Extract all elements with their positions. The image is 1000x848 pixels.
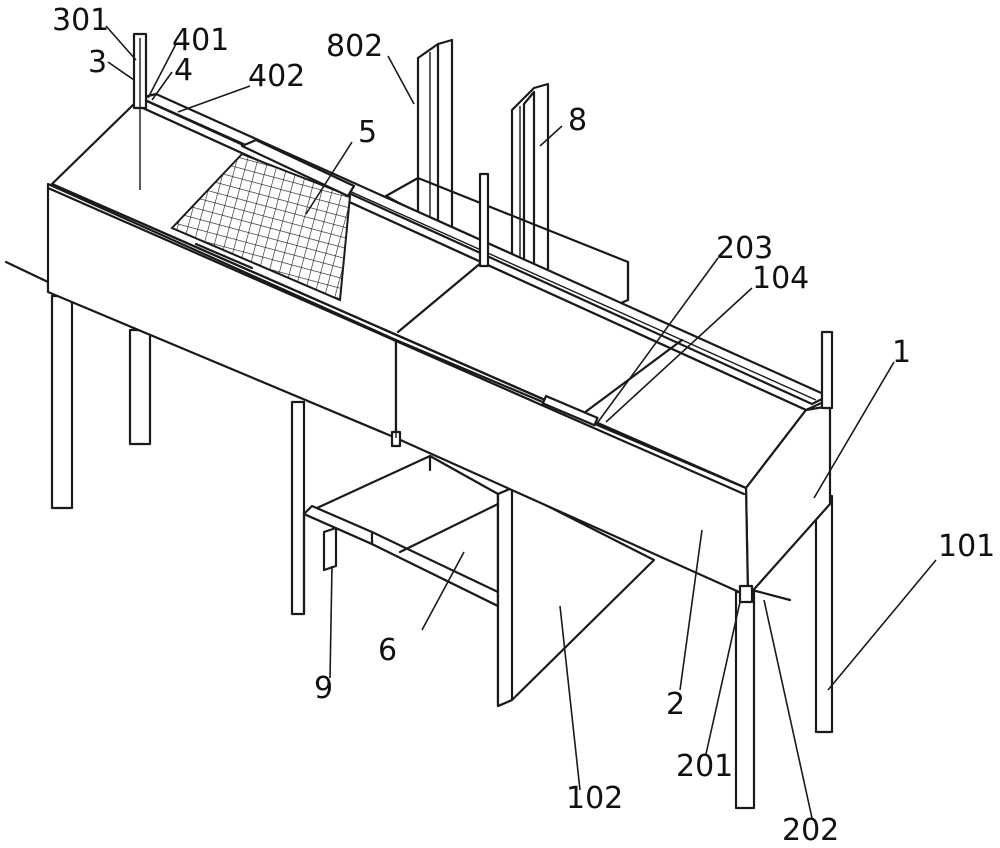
label-2: 2 <box>666 687 685 722</box>
label-301: 301 <box>52 3 109 38</box>
label-402: 402 <box>248 59 305 94</box>
legs <box>50 294 834 810</box>
label-3: 3 <box>88 45 107 80</box>
label-401: 401 <box>172 23 229 58</box>
label-1: 1 <box>892 335 911 370</box>
label-6: 6 <box>378 633 397 668</box>
callout-labels: 301 401 3 4 402 802 8 5 203 104 1 101 6 … <box>52 3 995 848</box>
label-201: 201 <box>676 749 733 784</box>
label-5: 5 <box>358 115 377 150</box>
label-102: 102 <box>566 781 623 816</box>
label-8: 8 <box>568 103 587 138</box>
label-203: 203 <box>716 231 773 266</box>
leader-lines <box>105 25 937 819</box>
label-101: 101 <box>938 529 995 564</box>
label-802: 802 <box>326 29 383 64</box>
label-4: 4 <box>174 53 193 88</box>
label-202: 202 <box>782 813 839 848</box>
label-104: 104 <box>752 261 809 296</box>
label-9: 9 <box>314 671 333 706</box>
